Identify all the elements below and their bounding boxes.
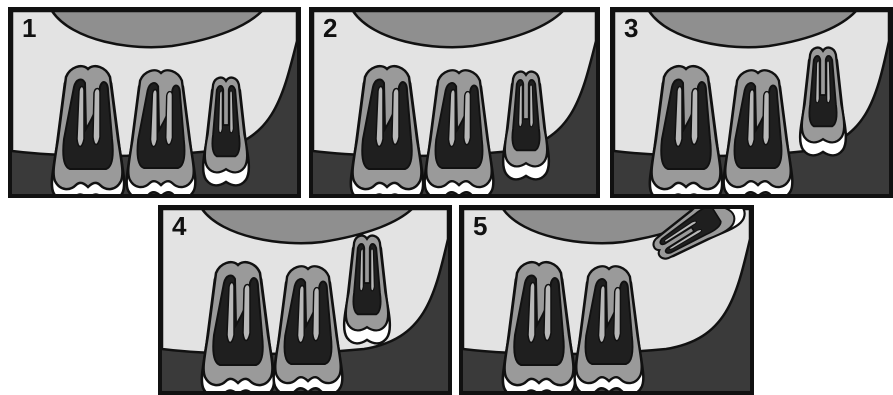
panel-label: 5 <box>473 213 487 239</box>
panel-5-illustration <box>463 209 750 391</box>
panel-1: 1 <box>8 7 301 198</box>
panel-2: 2 <box>309 7 600 198</box>
panel-label: 2 <box>323 15 337 41</box>
panel-4-illustration <box>162 209 448 391</box>
panel-label: 1 <box>22 15 36 41</box>
panel-3: 3 <box>610 7 893 198</box>
panel-label: 4 <box>172 213 186 239</box>
panel-3-illustration <box>614 11 889 194</box>
panel-4: 4 <box>158 205 452 395</box>
panel-5: 5 <box>459 205 754 395</box>
panel-1-illustration <box>12 11 297 194</box>
panel-2-illustration <box>313 11 596 194</box>
panel-label: 3 <box>624 15 638 41</box>
